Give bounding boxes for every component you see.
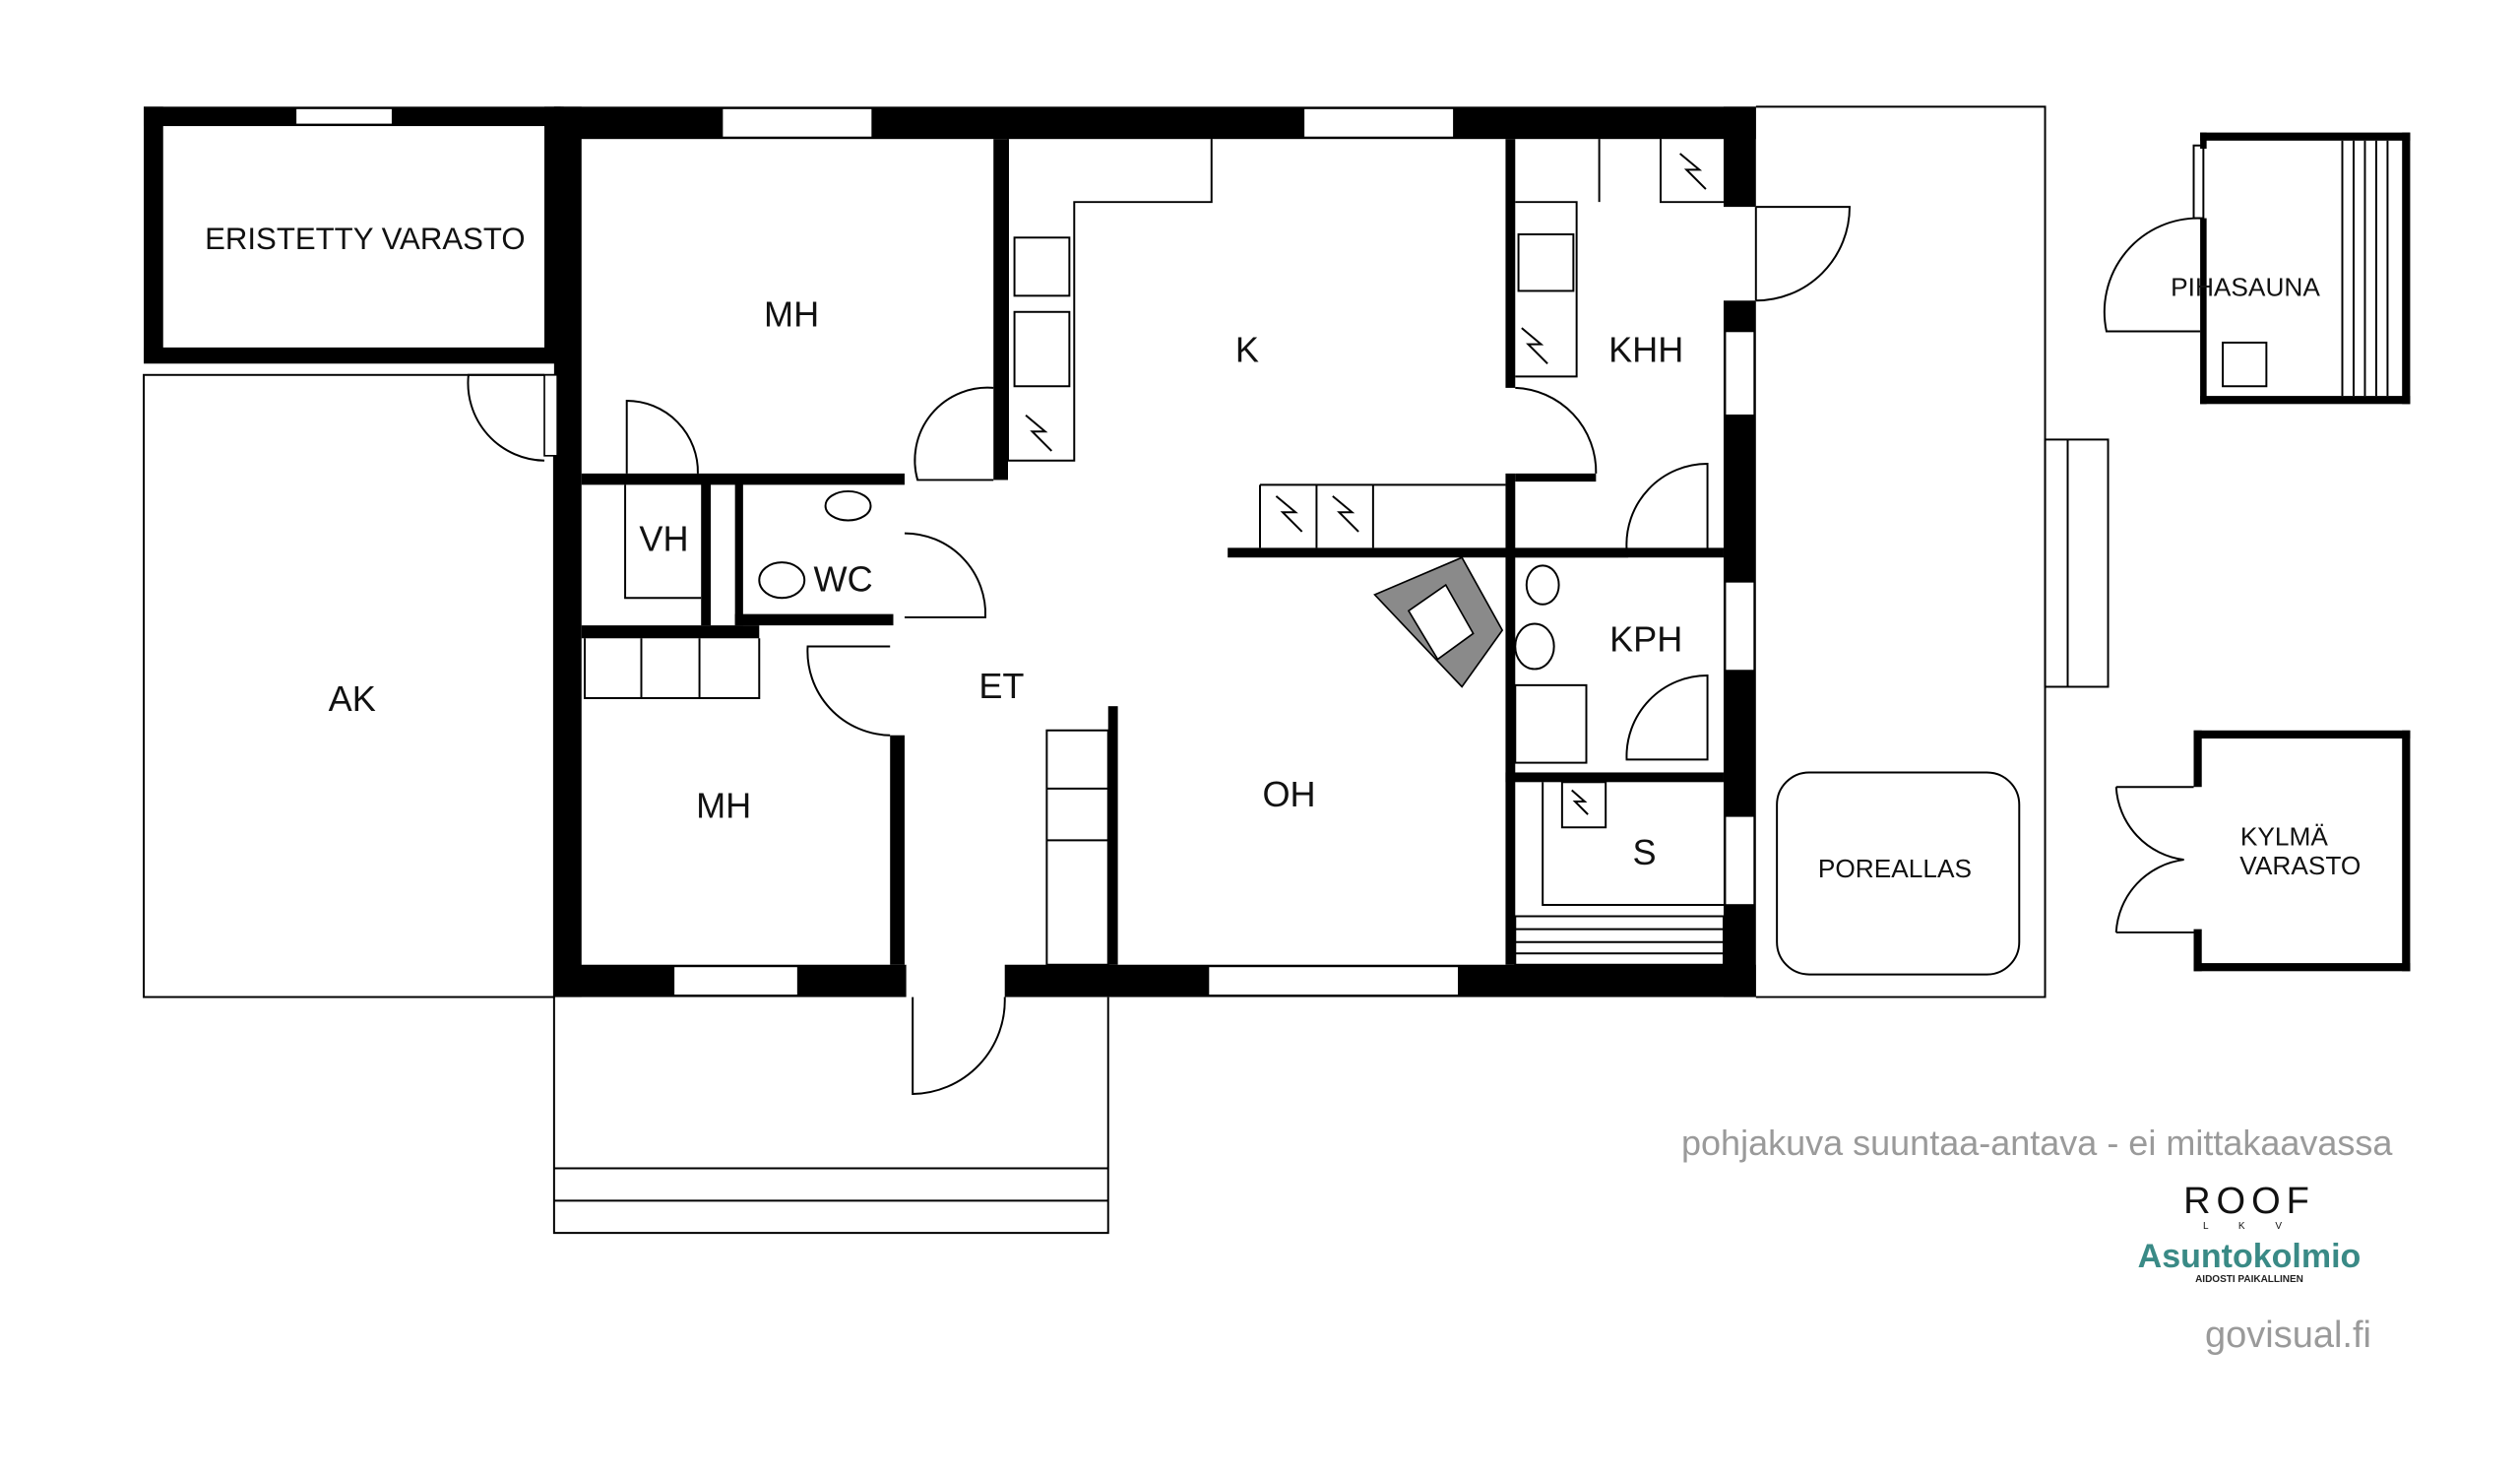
electric-icon (1275, 495, 1303, 533)
pihasauna-building (2103, 132, 2411, 405)
kylma-varasto-building (2114, 730, 2411, 972)
electric-icon (1679, 153, 1707, 190)
room-label-mh-top: MH (764, 294, 819, 335)
disclaimer-text: pohjakuva suuntaa-antava - ei mittakaava… (1681, 1123, 2393, 1163)
window (294, 107, 394, 126)
room-label-ak: AK (329, 678, 376, 719)
room-label-kylma: KYLMÄ (2240, 821, 2328, 851)
room-label-pihasauna: PIHASAUNA (2171, 272, 2320, 301)
room-label-kph: KPH (1609, 618, 1682, 659)
main-house-walls (553, 106, 1756, 997)
electrical-socket-icons (1025, 153, 1707, 815)
fireplace (1373, 556, 1504, 688)
room-label-khh: KHH (1608, 330, 1683, 370)
roof-lkv-logo: ROOF L K V (2161, 1182, 2338, 1232)
kitchen-counters (584, 139, 1724, 966)
electric-icon (1521, 327, 1548, 364)
room-label-varasto: VARASTO (2239, 851, 2361, 880)
room-labels: ERISTETTY VARASTO AK MH VH WC ET MH K OH… (205, 222, 2361, 883)
roof-logo-sub: L K V (2202, 1221, 2297, 1232)
room-label-vh: VH (639, 519, 688, 559)
room-label-poreallas: POREALLAS (1818, 854, 1972, 883)
asuntokolmio-logo: Asuntokolmio AIDOSTI PAIKALLINEN (2126, 1239, 2372, 1285)
asuntokolmio-logo-sub: AIDOSTI PAIKALLINEN (2195, 1274, 2303, 1285)
doors (467, 206, 1851, 1096)
room-label-k: K (1235, 330, 1259, 370)
room-label-oh: OH (1262, 774, 1315, 814)
poreallas-tub (1776, 771, 2021, 976)
electric-icon (1571, 789, 1589, 815)
roof-logo-text: ROOF (2183, 1181, 2315, 1222)
asuntokolmio-logo-text: Asuntokolmio (2137, 1238, 2362, 1275)
govisual-credit: govisual.fi (2205, 1315, 2371, 1356)
eristetty-varasto-walls (144, 106, 564, 364)
ak-carport-outline (143, 373, 555, 998)
bathroom-fixtures (758, 489, 2021, 976)
electric-icon (1332, 495, 1359, 533)
terraces (552, 105, 2110, 1235)
room-label-wc: WC (814, 559, 873, 600)
windows (543, 107, 1755, 996)
room-label-et: ET (978, 666, 1024, 706)
room-label-s: S (1633, 832, 1657, 872)
room-label-eristetty-varasto: ERISTETTY VARASTO (205, 222, 525, 256)
room-label-mh-bottom: MH (696, 785, 751, 825)
electric-icon (1025, 415, 1053, 452)
